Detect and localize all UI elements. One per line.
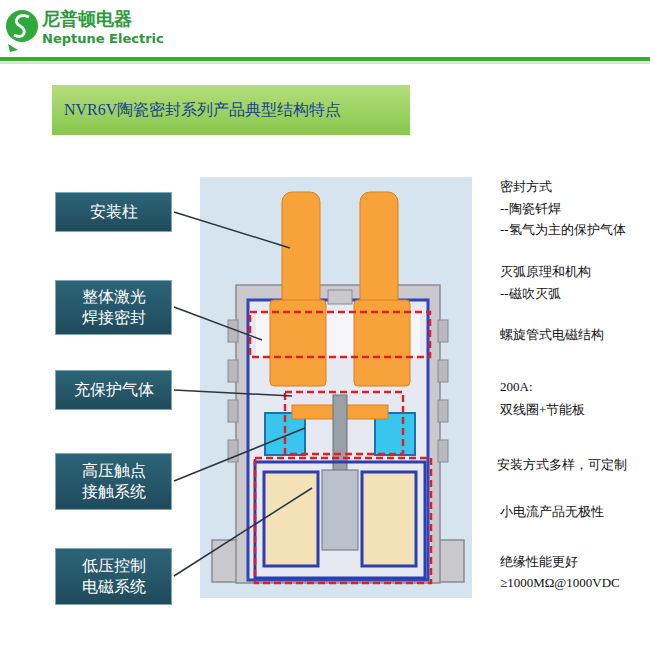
feature-note: 灭弧原理和机构	[500, 263, 591, 281]
leader-line-part	[174, 488, 312, 576]
feature-note: 双线圈+节能板	[500, 401, 585, 419]
leader-line-part	[174, 212, 290, 248]
feature-note: 密封方式	[500, 178, 552, 196]
coil-system-part	[255, 462, 425, 578]
coil-system	[255, 462, 425, 578]
housing-part	[438, 320, 448, 342]
housing-part	[228, 360, 238, 382]
title-band: NVR6V陶瓷密封系列产品典型结构特点	[52, 85, 410, 135]
feature-note: 安装方式多样，可定制	[497, 456, 627, 474]
feature-note: --氢气为主的保护气体	[500, 221, 626, 239]
logo-text: Neptune Electric	[42, 31, 164, 46]
feature-note: 螺旋管式电磁结构	[500, 326, 604, 344]
leader-line-part	[174, 307, 262, 340]
feature-note: 小电流产品无极性	[500, 503, 604, 521]
red-dashed-region	[250, 312, 431, 583]
leader-line-part	[174, 428, 305, 481]
terminals-part	[282, 192, 320, 310]
red-dashed-region-part	[250, 312, 430, 357]
coil-system-part	[264, 472, 318, 566]
callout-box: 高压触点 接触系统	[55, 453, 172, 510]
feature-note: --陶瓷钎焊	[500, 200, 561, 218]
callout-text: 安装柱	[90, 202, 138, 223]
callout-box: 整体激光 焊接密封	[55, 280, 172, 335]
logo-icon	[6, 10, 38, 52]
coil-system-part	[362, 472, 416, 566]
red-dashed-region-part	[285, 392, 403, 454]
leader-line-part	[174, 390, 292, 396]
illustration-ground	[200, 177, 472, 598]
illustration-ground-part	[200, 177, 472, 598]
terminals-part	[360, 192, 398, 310]
housing-part	[236, 285, 440, 583]
logo-text: 尼普顿电器	[42, 7, 132, 31]
callout-box: 低压控制 电磁系统	[55, 548, 172, 605]
callout-box: 安装柱	[55, 192, 172, 232]
housing-part	[438, 400, 448, 422]
feature-note: ≥1000MΩ@1000VDC	[500, 575, 620, 591]
logo-icon-part	[14, 16, 29, 37]
logo-icon-part	[6, 10, 38, 42]
callout-box: 充保护气体	[55, 370, 172, 410]
housing-part	[438, 440, 448, 462]
feature-note: 200A:	[500, 379, 533, 395]
logo-icon-part	[8, 44, 18, 52]
feature-note: --磁吹灭弧	[500, 285, 561, 303]
header-rule-light	[0, 62, 650, 64]
housing-part	[438, 360, 448, 382]
callout-text: 整体激光 焊接密封	[77, 287, 151, 329]
header-rule	[0, 57, 650, 61]
coil-system-part	[322, 470, 358, 550]
terminals-part	[328, 290, 352, 304]
feature-note: 绝缘性能更好	[500, 553, 578, 571]
callout-text: 低压控制 电磁系统	[77, 556, 151, 598]
red-dashed-region-part	[255, 458, 431, 583]
callout-text: 高压触点 接触系统	[77, 461, 151, 503]
housing	[212, 285, 464, 583]
callout-text: 充保护气体	[74, 380, 154, 401]
housing-part	[228, 400, 238, 422]
leader-line	[174, 212, 312, 576]
